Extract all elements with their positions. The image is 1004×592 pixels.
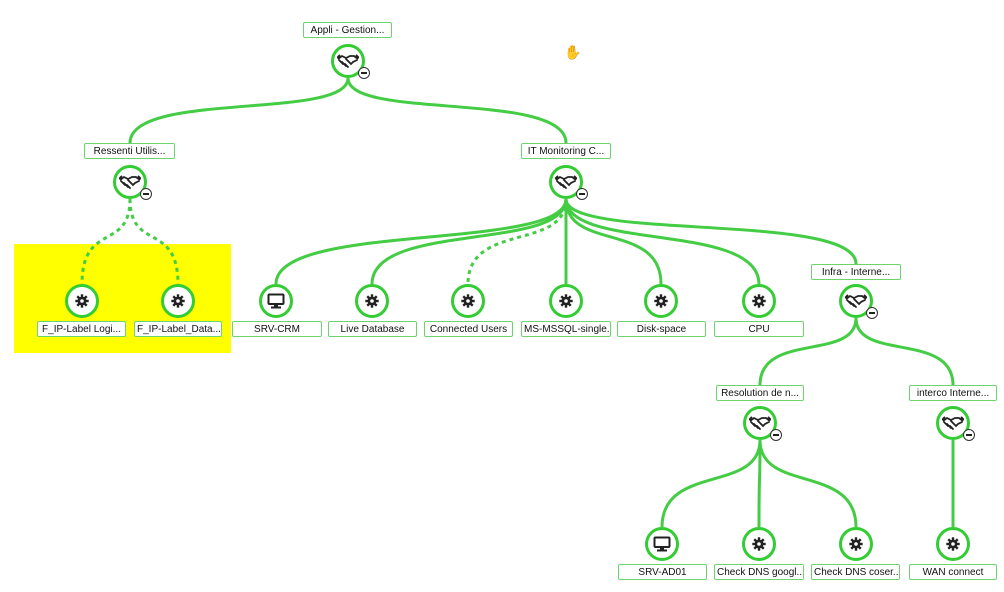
handshake-icon	[942, 414, 964, 432]
gear-icon	[559, 294, 573, 308]
monitor-icon	[653, 536, 671, 552]
edge-infra-resol	[758, 317, 858, 386]
node-label-fip2[interactable]: F_IP-Label_Data...	[134, 321, 222, 337]
node-label-srvcrm[interactable]: SRV-CRM	[232, 321, 322, 337]
edge-itmon-disk	[564, 198, 663, 285]
edge-resol-srvad	[660, 439, 762, 528]
handshake-icon	[119, 173, 141, 191]
gear-icon	[752, 294, 766, 308]
node-label-connusers[interactable]: Connected Users	[424, 321, 513, 337]
edge-resol-dnsg	[757, 439, 762, 528]
node-label-livedb[interactable]: Live Database	[328, 321, 417, 337]
edge-root-ressenti	[128, 77, 350, 144]
monitor-icon	[267, 293, 285, 309]
handshake-icon	[749, 414, 771, 432]
edge-itmon-cpu	[564, 198, 761, 285]
gear-icon	[75, 294, 89, 308]
edge-itmon-srvcrm	[274, 198, 568, 285]
node-fip2[interactable]	[161, 284, 195, 318]
node-label-ressenti[interactable]: Ressenti Utilis...	[84, 143, 175, 159]
node-label-disk[interactable]: Disk-space	[617, 321, 706, 337]
edge-infra-interco	[854, 317, 955, 386]
node-fip1[interactable]	[65, 284, 99, 318]
node-label-dnsg[interactable]: Check DNS googl...	[714, 564, 804, 580]
gear-icon	[946, 537, 960, 551]
handshake-icon	[337, 52, 359, 70]
gear-icon	[654, 294, 668, 308]
collapse-toggle-interco[interactable]	[963, 429, 975, 441]
node-label-mssql[interactable]: MS-MSSQL-single...	[521, 321, 611, 337]
gear-icon	[849, 537, 863, 551]
node-label-srvad[interactable]: SRV-AD01	[618, 564, 707, 580]
handshake-icon	[845, 292, 867, 310]
collapse-toggle-infra[interactable]	[866, 307, 878, 319]
node-disk[interactable]	[644, 284, 678, 318]
node-label-fip1[interactable]: F_IP-Label Logi...	[37, 321, 126, 337]
edge-ressenti-fip2	[128, 198, 180, 285]
node-label-interco[interactable]: interco Interne...	[909, 385, 997, 401]
collapse-toggle-root[interactable]	[358, 67, 370, 79]
collapse-toggle-ressenti[interactable]	[140, 188, 152, 200]
node-label-wan[interactable]: WAN connect	[909, 564, 997, 580]
node-livedb[interactable]	[355, 284, 389, 318]
node-srvad[interactable]	[645, 527, 679, 561]
node-label-cpu[interactable]: CPU	[714, 321, 804, 337]
node-label-itmon[interactable]: IT Monitoring C...	[521, 143, 611, 159]
node-wan[interactable]	[936, 527, 970, 561]
edge-itmon-connusers	[466, 198, 568, 285]
gear-icon	[752, 537, 766, 551]
edge-ressenti-fip1	[80, 198, 132, 285]
collapse-toggle-resol[interactable]	[770, 429, 782, 441]
collapse-toggle-itmon[interactable]	[576, 188, 588, 200]
edge-itmon-infra	[564, 198, 858, 265]
node-label-root[interactable]: Appli - Gestion...	[303, 22, 392, 38]
gear-icon	[365, 294, 379, 308]
node-label-infra[interactable]: Infra - Interne...	[811, 264, 901, 280]
node-dnsc[interactable]	[839, 527, 873, 561]
gear-icon	[171, 294, 185, 308]
edge-root-itmon	[346, 77, 568, 144]
node-mssql[interactable]	[549, 284, 583, 318]
node-label-resol[interactable]: Resolution de n...	[716, 385, 804, 401]
hand-cursor-icon: ✋	[564, 44, 582, 60]
node-srvcrm[interactable]	[259, 284, 293, 318]
gear-icon	[461, 294, 475, 308]
edge-resol-dnsc	[758, 439, 858, 528]
node-connusers[interactable]	[451, 284, 485, 318]
node-label-dnsc[interactable]: Check DNS coser...	[811, 564, 900, 580]
node-cpu[interactable]	[742, 284, 776, 318]
handshake-icon	[555, 173, 577, 191]
node-dnsg[interactable]	[742, 527, 776, 561]
edge-itmon-livedb	[370, 198, 568, 285]
